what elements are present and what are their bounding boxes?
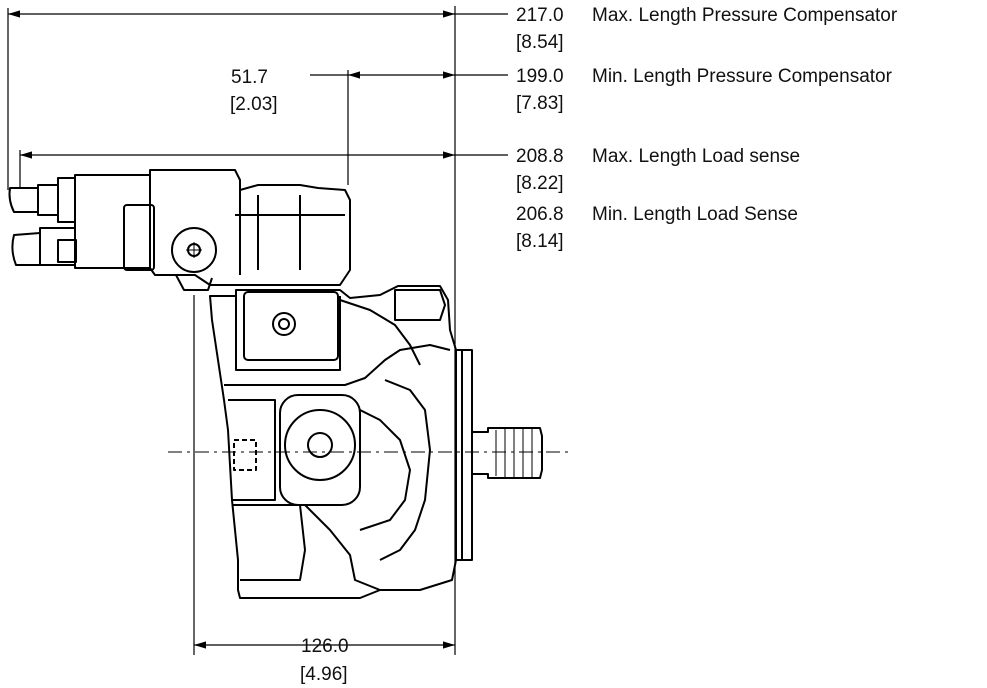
dim-51-value: 51.7 xyxy=(231,67,268,88)
shaft xyxy=(471,427,543,479)
cap-top xyxy=(8,187,39,213)
callout-208-label: Max. Length Load sense xyxy=(592,146,801,167)
port-center xyxy=(307,432,333,458)
callout-206-inch: [8.14] xyxy=(516,231,564,252)
dim-51-inch: [2.03] xyxy=(230,94,278,115)
callout-217-label: Max. Length Pressure Compensator xyxy=(592,5,898,26)
compensator-valve xyxy=(8,169,351,291)
pump-body xyxy=(209,285,543,599)
port-ring xyxy=(284,409,356,481)
callout-208-value: 208.8 xyxy=(516,146,564,167)
dim-126-inch: [4.96] xyxy=(300,664,348,685)
dim-126-value: 126.0 xyxy=(301,636,349,657)
callout-206-value: 206.8 xyxy=(516,204,564,225)
callout-199-inch: [7.83] xyxy=(516,93,564,114)
valve-knob xyxy=(171,227,217,273)
callout-208-inch: [8.22] xyxy=(516,173,564,194)
callout-199-label: Min. Length Pressure Compensator xyxy=(592,66,892,87)
port-block xyxy=(279,394,361,506)
callout-217-inch: [8.54] xyxy=(516,32,564,53)
flange xyxy=(455,349,473,561)
callout-206-label: Min. Length Load Sense xyxy=(592,204,798,225)
cap-bottom xyxy=(11,232,41,266)
callout-199-value: 199.0 xyxy=(516,66,564,87)
callout-217-value: 217.0 xyxy=(516,5,564,26)
